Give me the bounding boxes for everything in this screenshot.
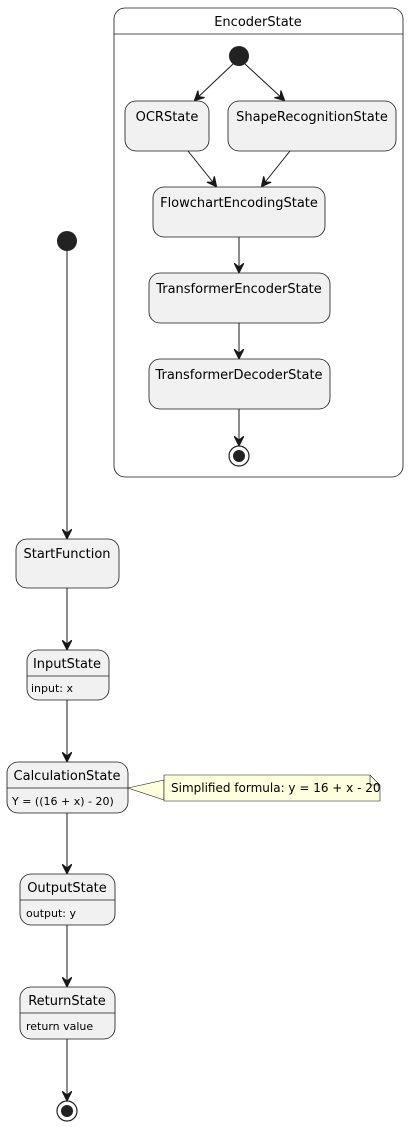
state-input: InputState input: x [26, 649, 110, 701]
note-text: Simplified formula: y = 16 + x - 20 [171, 781, 381, 795]
state-flowchart-title: FlowchartEncodingState [160, 196, 318, 211]
state-shape-title: ShapeRecognitionState [236, 110, 388, 125]
note-simplified-formula: Simplified formula: y = 16 + x - 20 [126, 774, 381, 802]
state-transformer-decoder: TransformerDecoderState [148, 358, 331, 410]
transition-shape-flowchart [262, 150, 291, 186]
state-input-title: InputState [33, 657, 101, 672]
state-calc-title: CalculationState [14, 769, 121, 784]
state-output: OutputState output: y [19, 873, 116, 926]
state-tenc-title: TransformerEncoderState [155, 282, 322, 297]
state-calc-attr: Y = ((16 + x) - 20) [11, 795, 114, 808]
inner-initial-node [229, 46, 249, 66]
state-start-function: StartFunction [15, 538, 120, 589]
state-flowchart-encoding: FlowchartEncodingState [152, 186, 326, 238]
state-ocr-title: OCRState [136, 110, 199, 125]
state-tdec-title: TransformerDecoderState [154, 368, 322, 383]
transition-ocr-flowchart [187, 150, 216, 186]
state-calculation: CalculationState Y = ((16 + x) - 20) [6, 761, 129, 814]
state-output-attr: output: y [26, 907, 76, 920]
composite-title: EncoderState [214, 15, 302, 30]
inner-final-node [228, 445, 250, 467]
state-start-title: StartFunction [23, 547, 110, 562]
state-shape-recognition: ShapeRecognitionState [227, 100, 397, 152]
state-transformer-encoder: TransformerEncoderState [148, 272, 331, 324]
state-input-attr: input: x [31, 682, 73, 695]
transition-initial-ocr [195, 63, 234, 100]
outer-initial-node [57, 231, 77, 251]
outer-final-node [56, 1100, 78, 1122]
state-return-title: ReturnState [28, 994, 106, 1009]
state-return-attr: return value [26, 1020, 93, 1033]
transition-initial-shape [244, 63, 284, 100]
state-return: ReturnState return value [19, 986, 116, 1040]
state-ocr: OCRState [124, 100, 210, 152]
state-output-title: OutputState [27, 881, 107, 896]
